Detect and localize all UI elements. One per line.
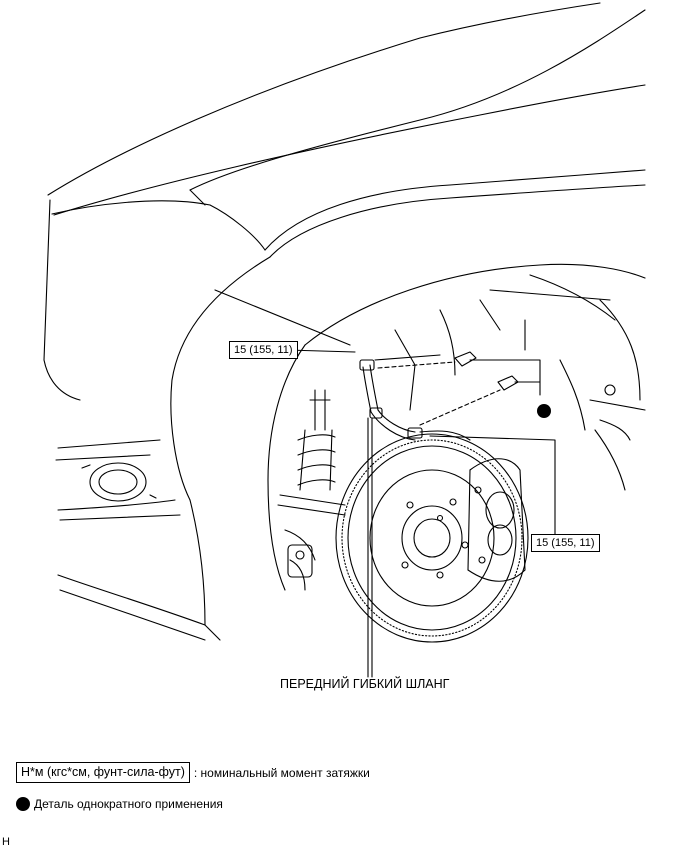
brake-hose: [359, 359, 471, 441]
part-label: ПЕРЕДНИЙ ГИБКИЙ ШЛАНГ: [280, 677, 450, 691]
callout-leaders: [286, 349, 556, 678]
clip-leaders: [377, 361, 501, 426]
bumper: [43, 359, 206, 641]
fender: [170, 169, 646, 641]
torque-callout-right: 15 (155, 11): [531, 534, 600, 552]
strut-assembly: [297, 389, 336, 491]
legend-non-reusable: Деталь однократного применения: [16, 797, 223, 811]
brake-disc: [335, 433, 529, 643]
lower-arm: [277, 494, 346, 591]
torque-callout-top: 15 (155, 11): [229, 341, 298, 359]
legend-torque-description: : номинальный момент затяжки: [193, 765, 370, 780]
filled-circle-icon: [16, 797, 30, 811]
non-reusable-marker-icon: [537, 404, 551, 418]
brake-caliper: [467, 458, 526, 582]
hood-lines: [43, 2, 646, 361]
footer-code: H: [2, 836, 10, 848]
legend-non-reusable-text: Деталь однократного применения: [34, 797, 223, 811]
legend-torque-units: Н*м (кгс*см, фунт-сила-фут): [16, 762, 190, 783]
wheel-well: [374, 274, 646, 491]
clip-bracket: [469, 359, 541, 396]
legend-torque: Н*м (кгс*см, фунт-сила-фут) : номинальны…: [16, 762, 370, 783]
hose-clips: [454, 351, 519, 391]
